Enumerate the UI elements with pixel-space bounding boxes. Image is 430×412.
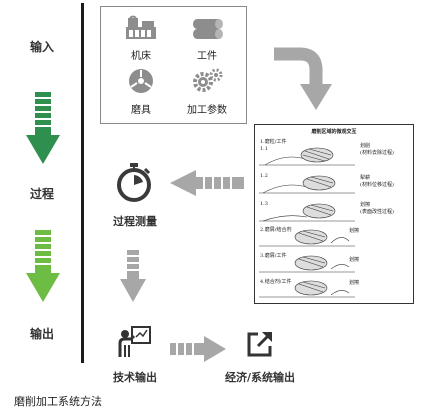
params-item: 加工参数	[175, 67, 239, 116]
workpiece-item: 工件	[175, 15, 239, 62]
input-to-process-arrow-icon	[26, 92, 60, 164]
economic-output-label: 经济/系统输出	[224, 371, 296, 384]
row4-tag: 2.磨屑/结合剂	[260, 227, 292, 233]
micro-interaction-document: 磨削区域的微观交互 1.磨粒/工件 1.1 划削 (材料去除过程) 1.2 犁耕…	[254, 124, 414, 304]
inputs-to-process-arrow-icon	[274, 47, 332, 110]
row4-right1: 划擦	[349, 228, 360, 234]
machine-tool-icon	[126, 15, 156, 39]
row2-right2: (材料位移过程)	[360, 182, 394, 188]
gears-icon	[193, 68, 223, 92]
stage-output-label: 输出	[29, 327, 54, 341]
row3-right2: (表面改性过程)	[360, 209, 394, 215]
row5-tag: 3.磨屑/工件	[260, 253, 287, 259]
row2-tag: 1.2	[260, 173, 268, 179]
document-title: 磨削区域的微观交互	[311, 129, 357, 135]
row1-tag: 1.磨粒/工件	[260, 139, 287, 145]
stopwatch-icon	[117, 163, 151, 202]
grinding-wheel-icon	[129, 69, 153, 93]
inputs-panel: 机床 工件 磨具 加工参数	[100, 6, 247, 124]
technical-to-economic-arrow-icon	[170, 336, 226, 362]
row2-right1: 犁耕	[360, 175, 371, 181]
row1-right2: (材料去除过程)	[360, 150, 394, 156]
tool-item: 磨具	[109, 67, 173, 116]
machine-item: 机床	[109, 15, 173, 62]
row1-sub: 1.1	[260, 146, 268, 152]
row6-tag: 4.结合剂/工件	[260, 279, 292, 285]
process-to-measure-arrow-icon	[170, 170, 244, 196]
process-to-output-arrow-icon	[26, 230, 60, 302]
measure-to-output-arrow-icon	[120, 250, 146, 302]
stage-process-label: 过程	[29, 187, 54, 201]
row5-right1: 划擦	[349, 257, 360, 263]
row3-tag: 1.3	[260, 201, 268, 207]
stage-input-label: 输入	[29, 40, 54, 54]
stage-divider-line	[81, 3, 84, 363]
row6-right1: 划擦	[349, 280, 360, 286]
grain-sketches-icon	[259, 147, 355, 298]
tool-label: 磨具	[131, 105, 151, 116]
technical-output-icon	[118, 326, 151, 357]
workpiece-label: 工件	[197, 51, 217, 62]
row1-right1: 划削	[360, 143, 371, 149]
export-icon	[247, 332, 272, 357]
technical-output-label: 技术输出	[113, 371, 157, 384]
machine-label: 机床	[131, 51, 151, 62]
figure-caption: 磨削加工系统方法	[14, 395, 102, 408]
row3-right1: 划擦	[360, 202, 371, 208]
workpiece-icon	[193, 19, 223, 39]
params-label: 加工参数	[187, 105, 227, 116]
process-measure-label: 过程测量	[113, 215, 157, 228]
